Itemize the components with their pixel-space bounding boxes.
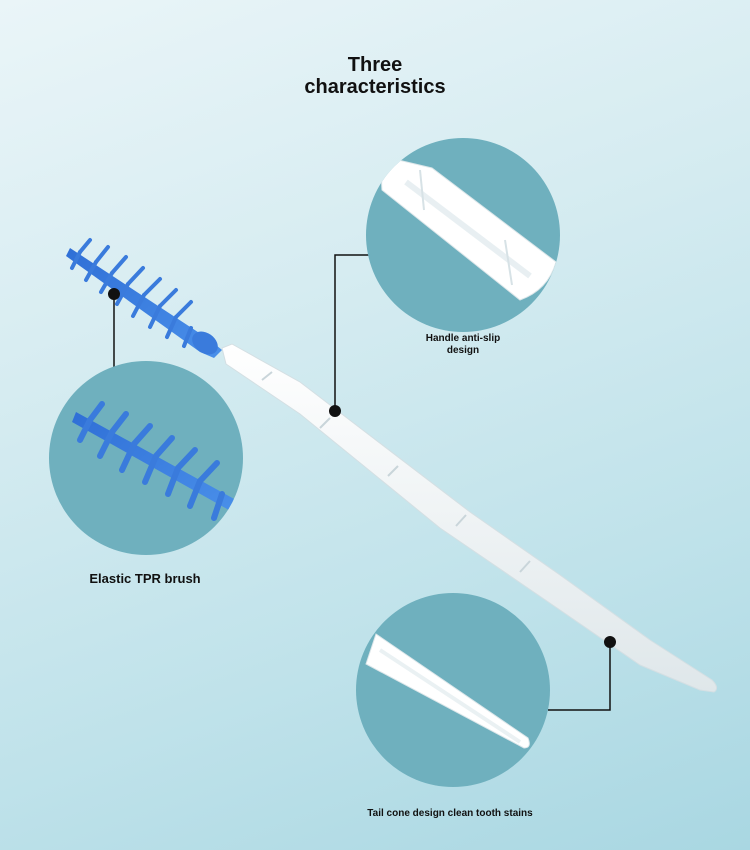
handle-label-line-1: Handle anti-slip (425, 333, 501, 344)
callout-dot (604, 636, 616, 648)
page-title: Three characteristics (0, 54, 750, 98)
callout-dot (108, 288, 120, 300)
title-line-2: characteristics (304, 76, 446, 98)
handle-feature-label: Handle anti-slip design (408, 333, 518, 357)
tail-callout (356, 593, 616, 787)
callout-dot (329, 405, 341, 417)
handle-callout (329, 138, 560, 417)
brush-feature-label: Elastic TPR brush (89, 571, 201, 586)
dental-pick-image (66, 238, 718, 693)
tail-feature-label: Tail cone design clean tooth stains (367, 808, 533, 819)
brush-head (66, 238, 222, 358)
brush-callout (49, 288, 243, 555)
title-line-1: Three (347, 54, 403, 76)
handle-label-line-2: design (446, 345, 480, 356)
